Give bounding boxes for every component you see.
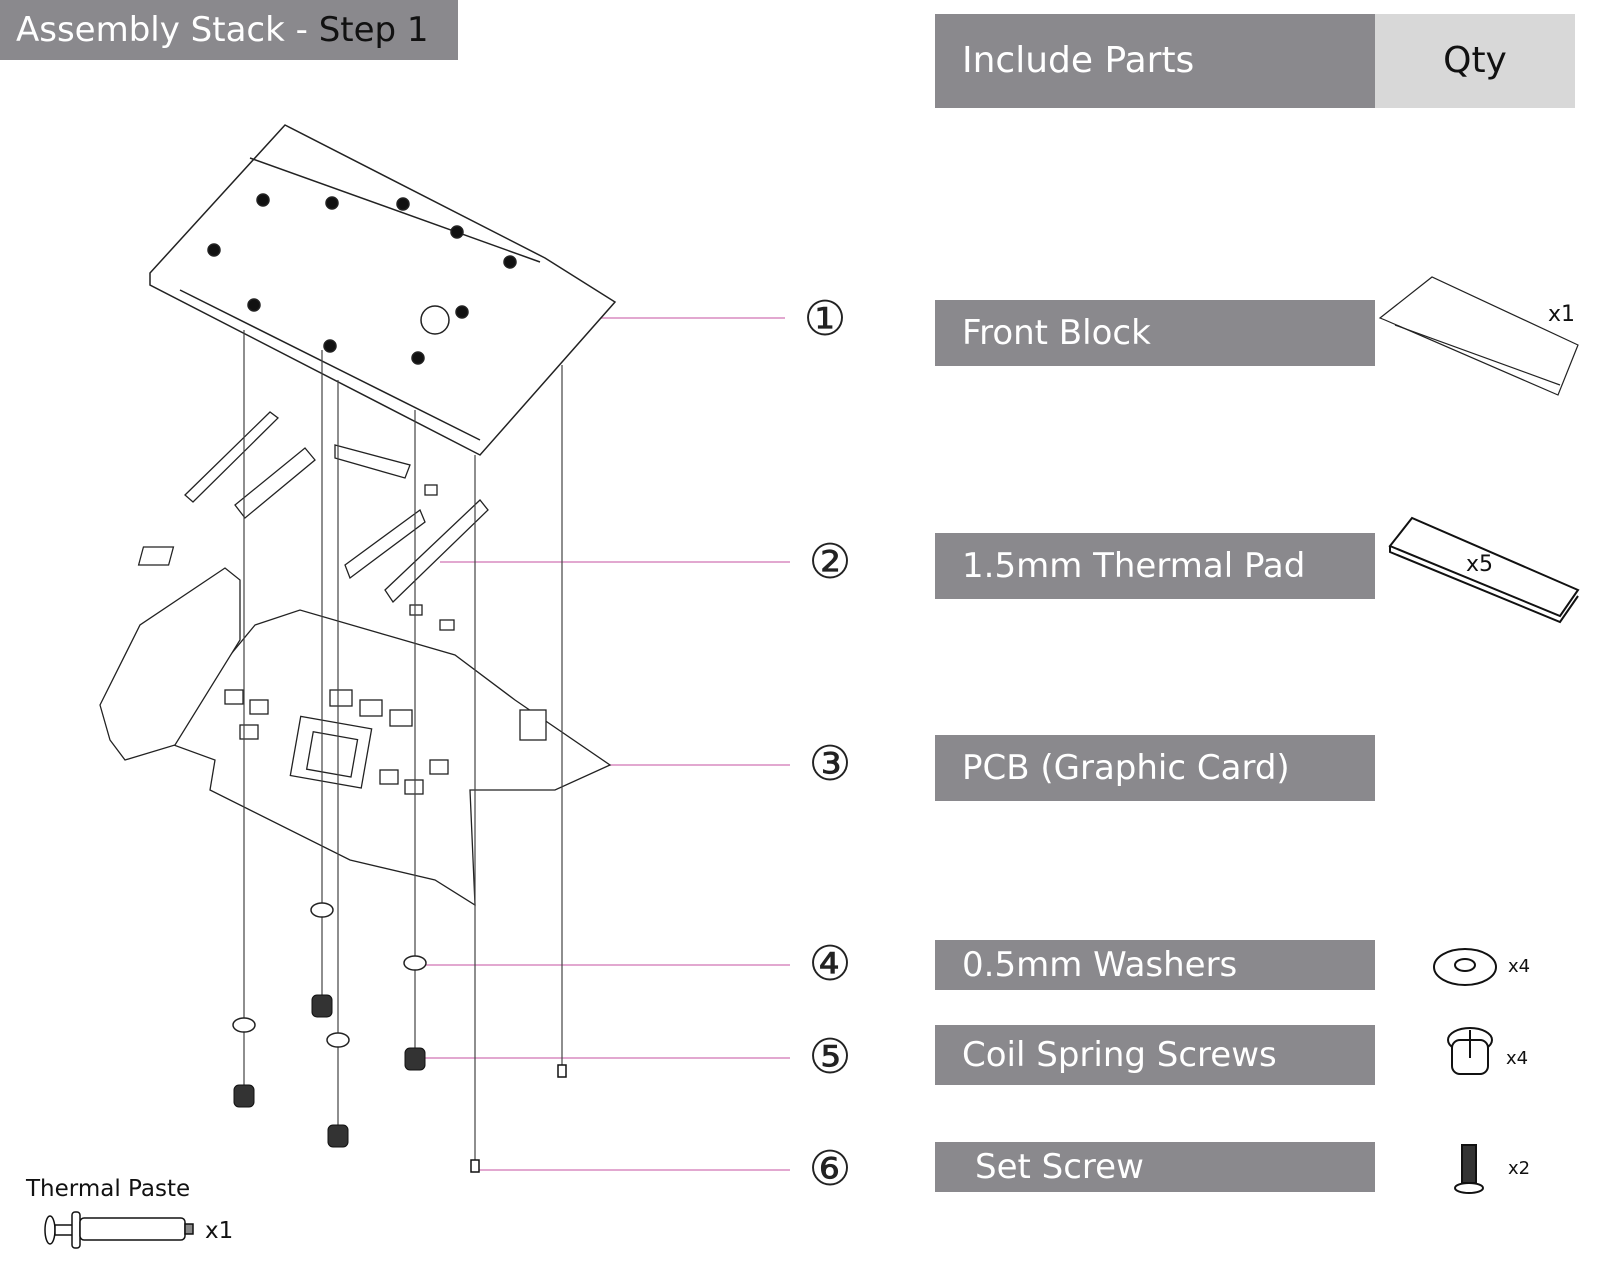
- spring-screws: [233, 994, 426, 1148]
- include-parts-header: Include Parts: [935, 14, 1375, 108]
- spring-screw-qty-icon: [1447, 1027, 1493, 1075]
- thermal-paste-label: Thermal Paste: [26, 1176, 191, 1202]
- step-label: Step 1: [318, 10, 429, 50]
- washers: [232, 902, 427, 1048]
- qty-front-block: x1: [1548, 302, 1576, 327]
- part-pcb: PCB (Graphic Card): [935, 735, 1375, 801]
- thermal-pads: [137, 411, 489, 631]
- qty-header: Qty: [1375, 14, 1575, 108]
- part-coil-spring-screws: Coil Spring Screws: [935, 1025, 1375, 1085]
- callout-6: ⑥: [808, 1141, 852, 1197]
- pcb-icon: [99, 567, 612, 907]
- set-screws: [470, 1064, 567, 1173]
- thermal-paste-qty: x1: [205, 1218, 234, 1244]
- callout-2: ②: [808, 534, 852, 590]
- part-washers: 0.5mm Washers: [935, 940, 1375, 990]
- callout-1: ①: [803, 291, 847, 347]
- qty-thermal-pad: x5: [1466, 552, 1494, 577]
- part-set-screw: Set Screw: [935, 1142, 1375, 1192]
- thermal-pad-qty-icon: [1388, 516, 1580, 624]
- set-screw-qty-icon: [1454, 1144, 1484, 1194]
- washer-qty-icon: [1433, 948, 1497, 986]
- callout-4: ④: [808, 936, 852, 992]
- thermal-paste-syringe-icon: [44, 1211, 194, 1249]
- callout-5: ⑤: [808, 1029, 852, 1085]
- front-block-icon: [149, 124, 617, 456]
- qty-set-screw: x2: [1508, 1158, 1531, 1179]
- alignment-lines: [243, 330, 563, 1165]
- part-front-block: Front Block: [935, 300, 1375, 366]
- qty-washers: x4: [1508, 956, 1531, 977]
- qty-coil-spring-screws: x4: [1506, 1048, 1529, 1069]
- page-title: Assembly Stack - Step 1: [0, 0, 458, 60]
- title-prefix: Assembly Stack -: [16, 10, 319, 50]
- part-thermal-pad: 1.5mm Thermal Pad: [935, 533, 1375, 599]
- callout-3: ③: [808, 736, 852, 792]
- front-block-qty-icon: [1378, 276, 1579, 396]
